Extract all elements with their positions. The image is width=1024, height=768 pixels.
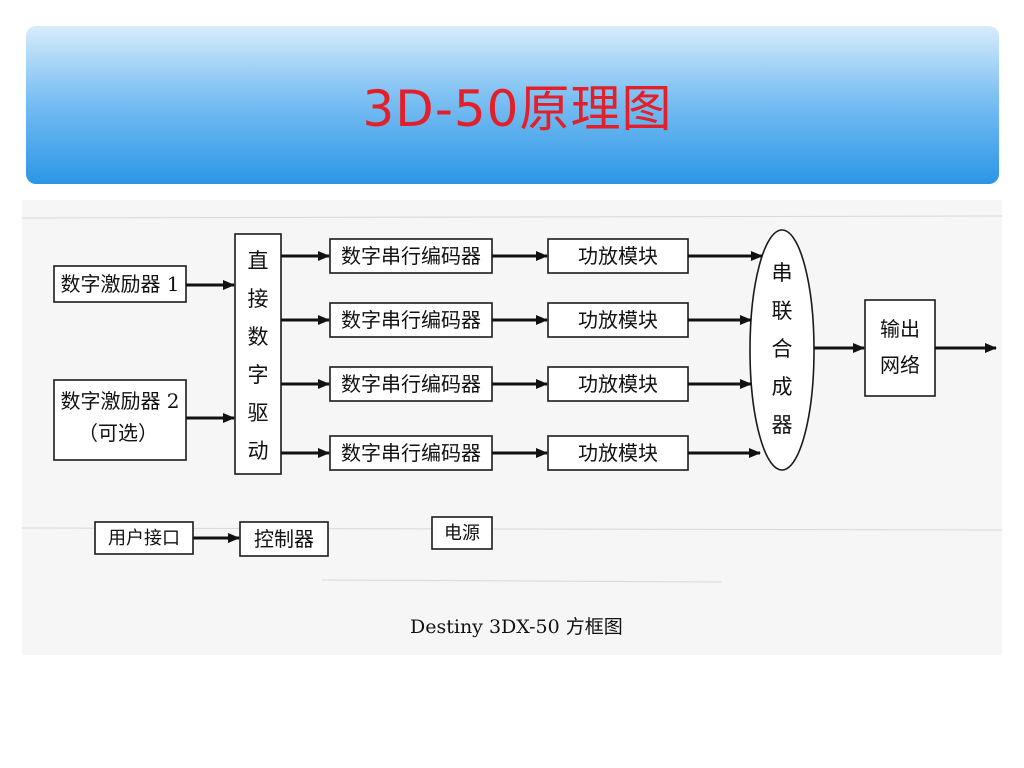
combiner-char-5: 器 [772,413,793,437]
user-interface-block: 用户接口 [94,521,194,555]
encoder-block-4: 数字串行编码器 [329,435,493,471]
combiner-char-1: 串 [772,261,793,285]
exciter-2-label: 数字激励器 2 [60,389,179,413]
encoder-block-1: 数字串行编码器 [329,238,493,274]
drive-char-1: 直 [248,249,269,273]
encoder-block-2: 数字串行编码器 [329,302,493,338]
output-network-block: 输出 网络 [864,299,936,397]
power-supply-label: 电源 [444,523,480,544]
encoder-label-4: 数字串行编码器 [341,441,481,465]
amplifier-label-1: 功放模块 [578,244,658,268]
combiner-char-3: 合 [772,337,793,361]
block-diagram-figure: 数字激励器 1 数字激励器 2 （可选） 直 接 数 字 驱 动 数字串行编码器 [22,200,1002,655]
exciter-2-optional-label: （可选） [78,421,158,445]
amplifier-block-4: 功放模块 [547,435,689,471]
amplifier-label-2: 功放模块 [578,308,658,332]
figure-caption: Destiny 3DX-50 方框图 [410,616,623,638]
amplifier-block-3: 功放模块 [547,366,689,402]
drive-char-4: 字 [248,363,269,387]
exciter-1-label: 数字激励器 1 [60,272,179,296]
amplifier-label-4: 功放模块 [578,441,658,465]
series-combiner-block: 串 联 合 成 器 [749,229,815,471]
encoder-label-1: 数字串行编码器 [341,244,481,268]
output-label-line1: 输出 [880,317,920,341]
encoder-label-3: 数字串行编码器 [341,372,481,396]
page-title: 3D-50原理图 [362,80,673,138]
encoder-label-2: 数字串行编码器 [341,308,481,332]
title-banner: 3D-50原理图 [26,26,999,184]
block-diagram-svg: 数字激励器 1 数字激励器 2 （可选） 直 接 数 字 驱 动 数字串行编码器 [22,215,1002,638]
exciter-1-block: 数字激励器 1 [53,265,187,303]
output-label-line2: 网络 [880,353,920,377]
power-supply-block: 电源 [431,516,493,550]
drive-char-6: 动 [248,439,269,463]
drive-char-3: 数 [248,325,269,349]
drive-char-2: 接 [248,287,269,311]
amplifier-label-3: 功放模块 [578,372,658,396]
user-interface-label: 用户接口 [108,528,180,549]
controller-block: 控制器 [239,521,329,557]
encoder-block-3: 数字串行编码器 [329,366,493,402]
amplifier-block-2: 功放模块 [547,302,689,338]
direct-digital-drive-block: 直 接 数 字 驱 动 [234,233,282,475]
controller-label: 控制器 [254,527,314,551]
drive-char-5: 驱 [248,401,269,425]
combiner-char-2: 联 [772,299,793,323]
exciter-2-block: 数字激励器 2 （可选） [53,379,187,461]
combiner-char-4: 成 [772,375,793,399]
amplifier-block-1: 功放模块 [547,238,689,274]
